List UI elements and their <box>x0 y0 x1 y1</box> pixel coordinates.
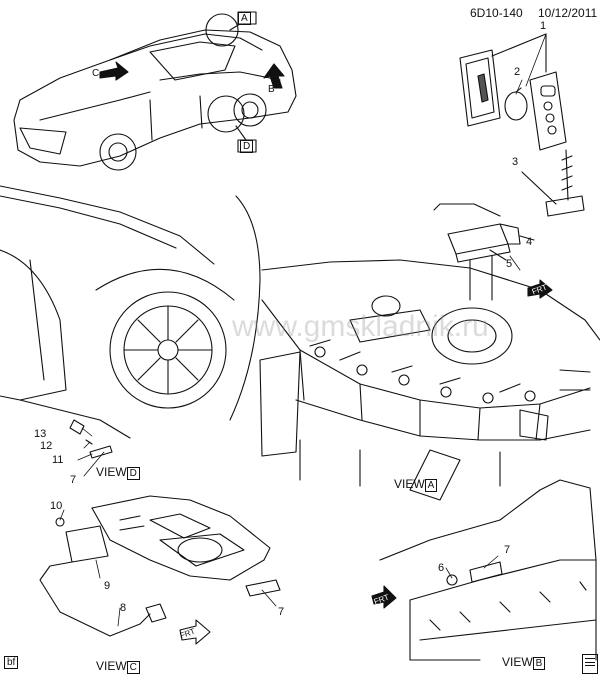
car-marker-c: C <box>92 68 100 79</box>
callout-11: 11 <box>52 454 64 466</box>
car-overview-drawing <box>13 11 297 171</box>
watermark-text: www.gmskladnik.ru <box>231 310 489 343</box>
callout-5: 5 <box>506 258 513 270</box>
front-arrow-c <box>179 619 211 645</box>
callout-3: 3 <box>512 156 519 168</box>
callout-1: 1 <box>540 20 547 32</box>
callout-9: 9 <box>104 580 111 592</box>
console-drawing <box>39 495 281 637</box>
diagram-date: 10/12/2011 <box>538 6 598 20</box>
antenna-drawing <box>521 149 585 217</box>
module-drawing <box>433 203 535 301</box>
trunk-floor-drawing <box>259 259 600 501</box>
callout-7-view-d: 7 <box>70 474 77 486</box>
side-body-drawing <box>0 185 261 459</box>
rear-panel-drawing <box>379 479 597 661</box>
front-arrow-b <box>371 585 397 609</box>
car-marker-a: A <box>238 12 251 25</box>
callout-4: 4 <box>526 236 533 248</box>
callout-8: 8 <box>120 602 127 614</box>
arrow-view-b <box>263 63 285 89</box>
callout-7-view-c: 7 <box>278 606 285 618</box>
front-arrow-a <box>527 279 553 299</box>
key-fob-drawing <box>459 33 567 151</box>
callout-6: 6 <box>438 562 445 574</box>
document-icon <box>582 654 598 674</box>
car-marker-d: D <box>240 140 254 153</box>
callout-7-view-b: 7 <box>504 544 511 556</box>
callout-13: 13 <box>34 428 47 440</box>
arrow-view-c <box>99 61 129 81</box>
car-marker-b: B <box>268 84 275 95</box>
callout-10: 10 <box>50 500 63 512</box>
callout-12: 12 <box>40 440 53 452</box>
diagram-id: 6D10-140 <box>470 6 523 20</box>
callout-2: 2 <box>514 66 521 78</box>
footer-code: bf <box>4 656 19 669</box>
